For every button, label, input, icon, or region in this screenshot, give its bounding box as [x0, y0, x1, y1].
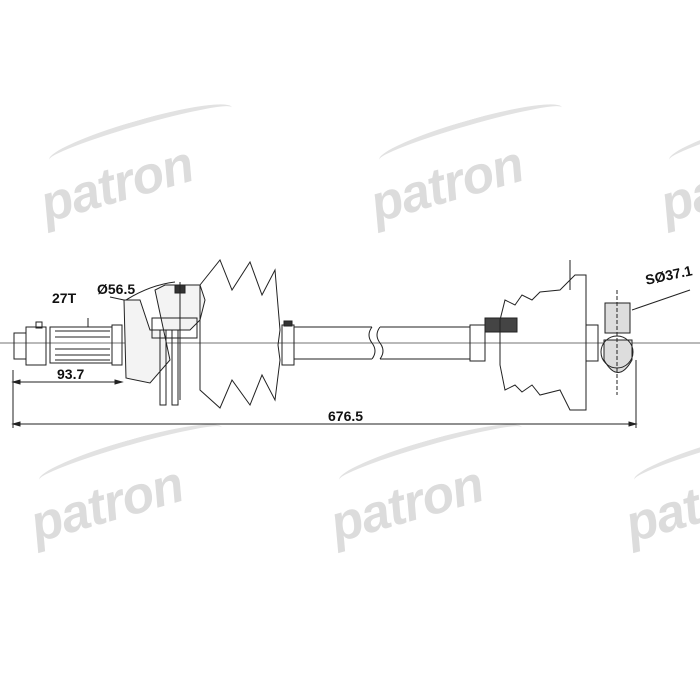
spline-teeth-label: 27T: [52, 290, 77, 306]
dimension-lines: [11, 296, 638, 428]
overall-length-label: 676.5: [328, 408, 364, 424]
outer-boot: [199, 259, 295, 409]
outer-joint-diameter-label: Ø56.5: [97, 281, 136, 297]
spline-length-label: 93.7: [57, 366, 85, 382]
main-shaft: [294, 326, 470, 360]
outer-cv-joint: [123, 281, 206, 406]
spline-section: [49, 324, 123, 366]
axle-nut: [13, 321, 47, 366]
tripod-end: [600, 289, 691, 395]
inner-cv-joint: [469, 260, 599, 411]
